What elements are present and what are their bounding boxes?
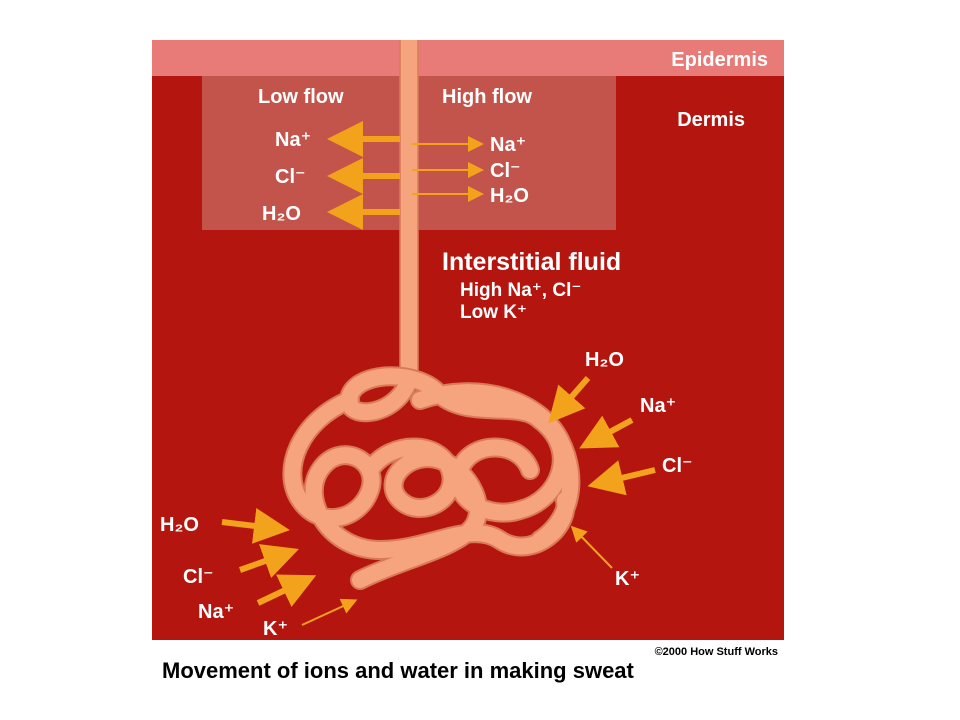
epidermis-label: Epidermis	[671, 49, 768, 71]
gland-left-arrows	[221, 507, 358, 626]
gland-left-h2o-label: H₂O	[160, 514, 199, 536]
gland-left-h2o-arrow	[221, 507, 290, 544]
low-flow-na-label: Na⁺	[275, 129, 311, 151]
high-flow-na-label: Na⁺	[490, 134, 526, 156]
copyright-credit: ©2000 How Stuff Works	[655, 646, 778, 658]
gland-right-k-arrow	[570, 525, 613, 569]
low-flow-h2o-label: H₂O	[262, 203, 301, 225]
gland-left-k-arrow	[301, 598, 358, 626]
gland-right-cl-arrow	[587, 460, 656, 496]
epidermis-layer	[152, 40, 784, 76]
gland-left-na-label: Na⁺	[198, 601, 234, 623]
gland-left-k-label: K⁺	[263, 618, 288, 640]
low-flow-cl-label: Cl⁻	[275, 166, 306, 188]
sweat-duct	[399, 40, 419, 385]
low-flow-arrows	[327, 121, 400, 230]
figure-caption: Movement of ions and water in making swe…	[162, 658, 635, 683]
low-flow-label: Low flow	[258, 86, 344, 108]
high-flow-cl-label: Cl⁻	[490, 160, 521, 182]
sweat-gland-coil	[282, 366, 581, 590]
dermis-label: Dermis	[677, 109, 745, 131]
gland-right-arrows	[548, 376, 656, 569]
high-flow-h2o-label: H₂O	[490, 185, 529, 207]
gland-left-cl-label: Cl⁻	[183, 566, 214, 588]
gland-right-k-label: K⁺	[615, 568, 640, 590]
gland-left-cl-arrow	[238, 544, 299, 579]
gland-right-h2o-arrow	[548, 376, 591, 424]
high-flow-arrows	[412, 136, 484, 202]
gland-right-cl-label: Cl⁻	[662, 455, 693, 477]
gland-right-h2o-label: H₂O	[585, 349, 624, 371]
interstitial-line-1: High Na⁺, Cl⁻	[460, 280, 581, 301]
gland-right-na-arrow	[579, 415, 634, 449]
high-flow-label: High flow	[442, 86, 532, 108]
interstitial-title: Interstitial fluid	[442, 248, 621, 276]
gland-right-na-label: Na⁺	[640, 395, 676, 417]
interstitial-line-2: Low K⁺	[460, 302, 527, 323]
gland-left-na-arrow	[256, 574, 317, 607]
